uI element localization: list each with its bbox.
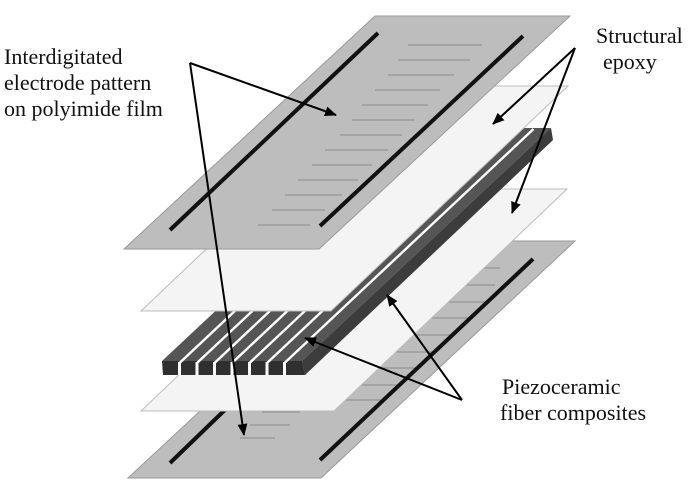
epoxy-label: Structural epoxy [596, 23, 683, 74]
leader-epoxy-top [492, 47, 576, 125]
fiber-right-side [302, 128, 553, 375]
bottom-bus-bar-left [168, 403, 232, 465]
leader-fiber-top [386, 294, 463, 401]
leader-electrode-bottom [189, 62, 248, 436]
top-bus-bar-left [168, 31, 380, 232]
leader-epoxy-bottom [511, 47, 576, 214]
fiber-label-line-2: fiber composites [500, 400, 646, 425]
top-polyimide-film [122, 15, 572, 250]
fiber-label-line-1: Piezoceramic [502, 374, 621, 399]
epoxy-label-line-1: Structural [596, 23, 683, 48]
bottom-bus-bar-right [318, 257, 535, 462]
electrode-label-line-3: on polyimide film [4, 96, 163, 121]
fiber-label: Piezoceramic fiber composites [500, 374, 646, 425]
electrode-label-line-1: Interdigitated [4, 44, 123, 69]
electrode-label: Interdigitated electrode pattern on poly… [4, 44, 163, 121]
top-bus-bar-right [318, 34, 525, 228]
electrode-label-line-2: electrode pattern [4, 70, 151, 95]
top-electrode-layer [122, 15, 572, 250]
leader-fiber-bottom [304, 337, 463, 401]
fiber-front-gaps [178, 362, 286, 375]
top-electrode-fingers [258, 44, 482, 226]
leader-lines [189, 47, 576, 436]
epoxy-label-line-2: epoxy [603, 49, 657, 74]
leader-electrode-top [189, 62, 337, 117]
